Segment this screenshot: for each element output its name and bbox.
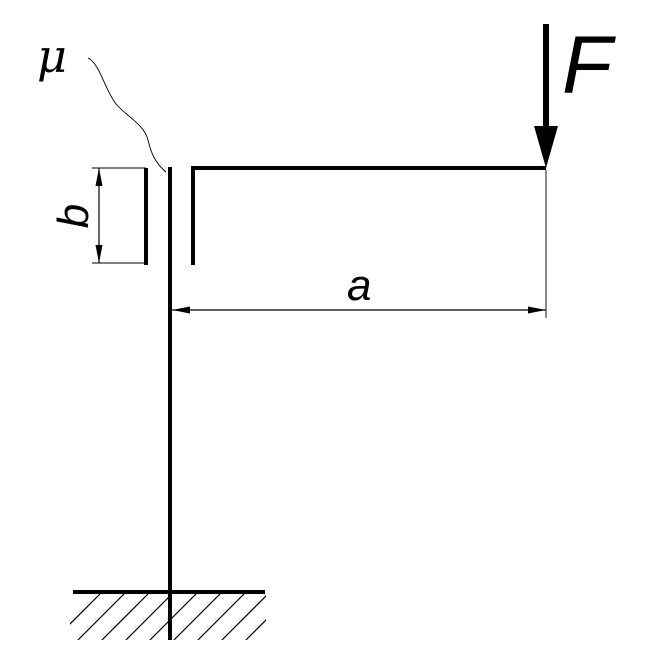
dimension-a-arrow-left bbox=[172, 306, 190, 314]
force-label: F bbox=[562, 20, 616, 111]
dimension-b bbox=[92, 167, 146, 264]
dimension-b-arrow-bottom bbox=[95, 245, 103, 263]
dimension-b-arrow-top bbox=[95, 168, 103, 186]
dimension-a-arrow-right bbox=[528, 306, 546, 314]
friction-coefficient-label: μ bbox=[37, 29, 67, 83]
force-arrow-head bbox=[534, 126, 558, 168]
ground-hatching bbox=[70, 594, 266, 640]
ground-support bbox=[70, 590, 266, 640]
dimension-a-label: a bbox=[347, 261, 371, 310]
dimension-a bbox=[172, 170, 547, 318]
dimension-b-label: b bbox=[49, 204, 98, 228]
force-arrow bbox=[534, 24, 558, 168]
friction-leader-line bbox=[87, 57, 167, 173]
